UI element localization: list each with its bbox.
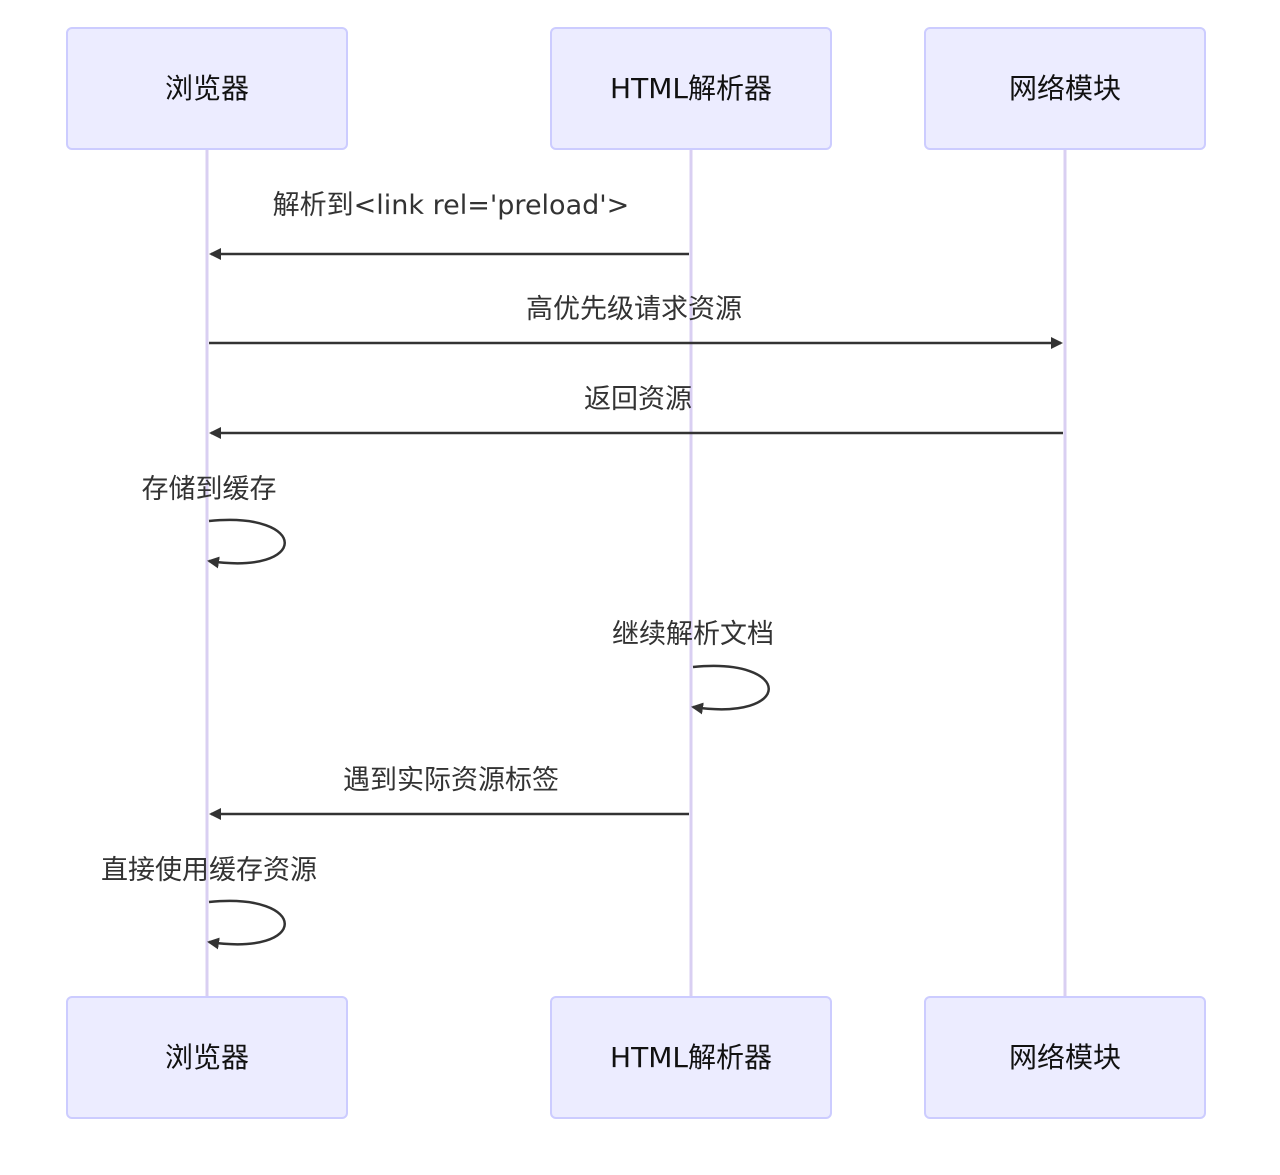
message-label: 解析到<link rel='preload'> <box>273 190 630 221</box>
message-store-cache: 存储到缓存 <box>142 474 286 569</box>
actor-label: HTML解析器 <box>610 1041 772 1074</box>
actor-label: 浏览器 <box>165 72 249 105</box>
message-encounter-resource-tag: 遇到实际资源标签 <box>209 765 689 820</box>
actor-label: HTML解析器 <box>610 72 772 105</box>
self-loop-arrow <box>691 664 770 715</box>
actor-label: 浏览器 <box>165 1041 249 1074</box>
actor-network-top: 网络模块 <box>924 27 1206 150</box>
actor-label: 网络模块 <box>1009 1041 1121 1074</box>
message-parse-preload: 解析到<link rel='preload'> <box>209 190 689 260</box>
message-label: 存储到缓存 <box>142 474 277 505</box>
actor-browser-top: 浏览器 <box>66 27 348 150</box>
self-loop-arrow <box>207 518 286 569</box>
message-high-priority-request: 高优先级请求资源 <box>209 294 1063 349</box>
actor-parser-bottom: HTML解析器 <box>550 996 832 1119</box>
message-label: 遇到实际资源标签 <box>343 765 559 796</box>
message-label: 返回资源 <box>584 384 692 415</box>
message-return-resource: 返回资源 <box>209 384 1063 439</box>
message-label: 高优先级请求资源 <box>526 294 742 325</box>
self-loop-arrow <box>207 899 286 950</box>
actor-label: 网络模块 <box>1009 72 1121 105</box>
actor-network-bottom: 网络模块 <box>924 996 1206 1119</box>
message-label: 继续解析文档 <box>612 619 774 650</box>
actor-parser-top: HTML解析器 <box>550 27 832 150</box>
message-continue-parsing: 继续解析文档 <box>612 619 774 715</box>
actor-browser-bottom: 浏览器 <box>66 996 348 1119</box>
message-label: 直接使用缓存资源 <box>101 855 317 886</box>
message-use-cached-resource: 直接使用缓存资源 <box>101 855 317 950</box>
